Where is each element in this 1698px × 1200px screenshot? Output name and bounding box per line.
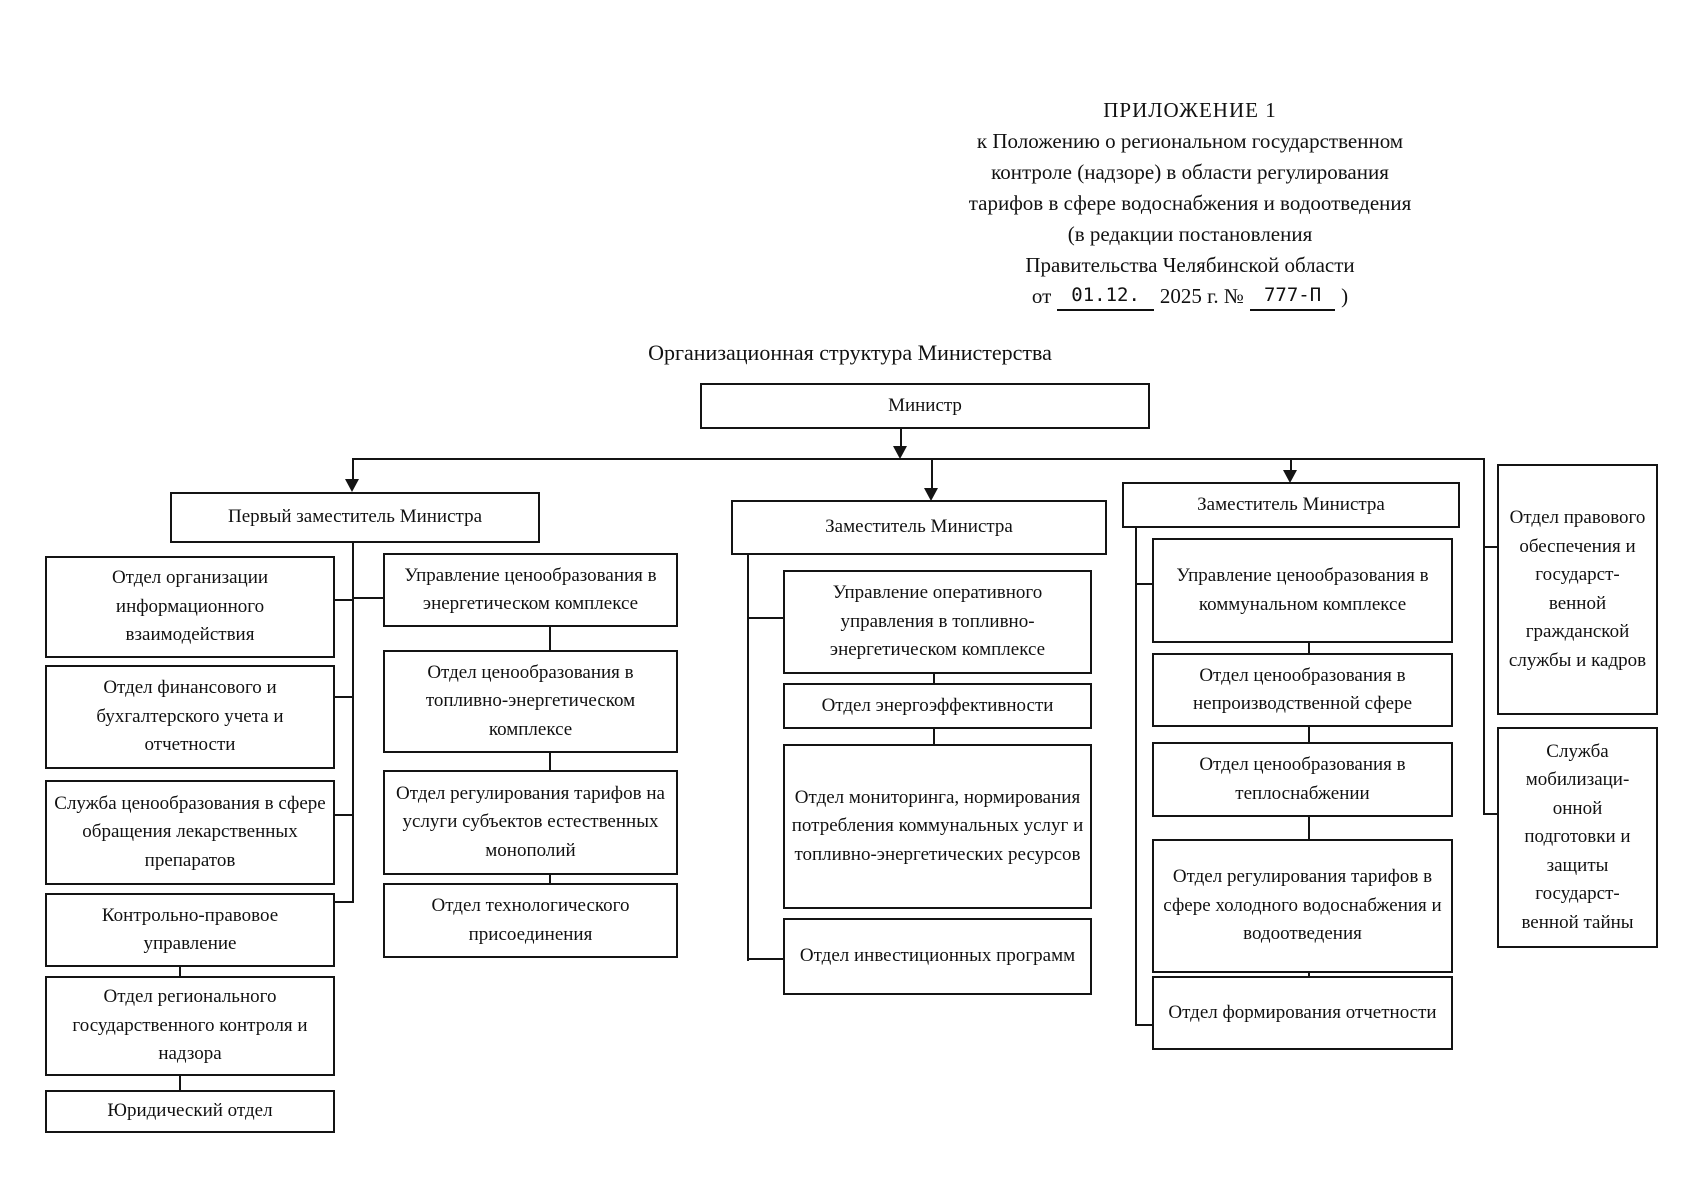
doc-number-filled: 777-П bbox=[1263, 284, 1322, 306]
connector-b2-b3 bbox=[549, 753, 551, 770]
arrow-down-icon bbox=[893, 446, 907, 459]
org-box-investment-programs: Отдел инвестиционных программ bbox=[783, 918, 1092, 995]
org-box-first-deputy-minister: Первый заместитель Министра bbox=[170, 492, 540, 543]
org-box-nonproduction-pricing: Отдел ценообразования в непроизводственн… bbox=[1152, 653, 1453, 727]
appendix-line-6: Правительства Челябинской области bbox=[1025, 253, 1355, 277]
connector-d2-d3 bbox=[1308, 727, 1310, 742]
org-box-monopoly-tariffs: Отдел регулирования тарифов на услуги су… bbox=[383, 770, 678, 875]
connector-right-spine bbox=[1483, 458, 1485, 815]
connector-minister-drop bbox=[900, 429, 902, 449]
connector-a4-a5 bbox=[179, 967, 181, 976]
connector-stub-energy-pricing bbox=[352, 597, 383, 599]
appendix-line-4: тарифов в сфере водоснабжения и водоотве… bbox=[968, 191, 1412, 215]
org-box-deputy-minister-2: Заместитель Министра bbox=[731, 500, 1107, 555]
connector-deputy3-spine bbox=[1135, 528, 1137, 1026]
appendix-title: ПРИЛОЖЕНИЕ 1 bbox=[1103, 98, 1277, 122]
arrow-down-icon bbox=[924, 488, 938, 501]
org-box-energy-pricing-dept: Управление ценообразования в энергетичес… bbox=[383, 553, 678, 627]
connector-drop-deputy3 bbox=[1290, 458, 1292, 472]
date-blank: 01.12. bbox=[1057, 284, 1154, 311]
org-box-finance-accounting: Отдел финансового и бухгалтерского учета… bbox=[45, 665, 335, 769]
appendix-line-3: контроле (надзоре) в области регулирован… bbox=[991, 160, 1389, 184]
connector-d4-d5 bbox=[1308, 973, 1310, 977]
date-from-label: от bbox=[1031, 284, 1052, 308]
org-box-control-legal-dept: Контрольно-правовое управление bbox=[45, 893, 335, 967]
arrow-down-icon bbox=[345, 479, 359, 492]
org-box-operational-mgmt: Управление оперативного управления в топ… bbox=[783, 570, 1092, 674]
connector-stub-reporting bbox=[1135, 1024, 1152, 1026]
org-box-heat-pricing: Отдел ценообразования в теплоснабжении bbox=[1152, 742, 1453, 817]
connector-first-deputy-spine bbox=[352, 543, 354, 903]
connector-distributor-line bbox=[352, 458, 1485, 460]
connector-c2-c3 bbox=[933, 729, 935, 744]
connector-b1-b2 bbox=[549, 627, 551, 650]
connector-c1-c2 bbox=[933, 674, 935, 683]
connector-drop-first-deputy bbox=[352, 458, 354, 480]
connector-stub-mobilization bbox=[1483, 813, 1497, 815]
org-box-mobilization-service: Служба мобилизаци- онной подготовки и за… bbox=[1497, 727, 1658, 948]
org-box-drug-pricing-service: Служба ценообразования в сфере обращения… bbox=[45, 780, 335, 885]
org-box-cold-water-tariffs: Отдел регулирования тарифов в сфере холо… bbox=[1152, 839, 1453, 973]
date-year-label: 2025 г. № bbox=[1159, 284, 1244, 308]
org-box-fuel-energy-pricing: Отдел ценообразования в топливно-энергет… bbox=[383, 650, 678, 753]
closing-paren: ) bbox=[1341, 284, 1349, 308]
appendix-line-5: (в редакции постановления bbox=[1067, 222, 1313, 246]
org-box-minister: Министр bbox=[700, 383, 1150, 429]
connector-d1-d2 bbox=[1308, 643, 1310, 653]
org-box-energy-efficiency: Отдел энергоэффективности bbox=[783, 683, 1092, 729]
appendix-header: ПРИЛОЖЕНИЕ 1 к Положению о региональном … bbox=[880, 95, 1500, 312]
org-box-hr-legal-support: Отдел правового обеспечения и государст-… bbox=[1497, 464, 1658, 715]
connector-stub-operational bbox=[747, 617, 783, 619]
number-blank: 777-П bbox=[1249, 284, 1336, 311]
org-box-legal-dept: Юридический отдел bbox=[45, 1090, 335, 1133]
connector-stub-investment bbox=[747, 958, 783, 960]
connector-a5-a6 bbox=[179, 1076, 181, 1090]
org-box-deputy-minister-3: Заместитель Министра bbox=[1122, 482, 1460, 528]
appendix-line-2: к Положению о региональном государственн… bbox=[976, 129, 1404, 153]
date-value-filled: 01.12. bbox=[1071, 284, 1140, 306]
connector-b3-b4 bbox=[549, 875, 551, 883]
org-box-tech-connection: Отдел технологического присоединения bbox=[383, 883, 678, 958]
org-box-info-interaction: Отдел организации информационного взаимо… bbox=[45, 556, 335, 658]
connector-stub-control-legal bbox=[335, 901, 354, 903]
connector-stub-finance bbox=[335, 696, 354, 698]
org-box-communal-pricing-dept: Управление ценообразования в коммунально… bbox=[1152, 538, 1453, 643]
connector-d3-d4 bbox=[1308, 817, 1310, 839]
appendix-date-line: от 01.12. 2025 г. № 777-П) bbox=[880, 281, 1500, 312]
connector-stub-communal bbox=[1135, 583, 1152, 585]
connector-stub-hr-legal bbox=[1483, 546, 1497, 548]
connector-stub-drug-pricing bbox=[335, 814, 354, 816]
org-box-reporting-dept: Отдел формирования отчетности bbox=[1152, 976, 1453, 1050]
connector-stub-info bbox=[335, 599, 354, 601]
arrow-down-icon bbox=[1283, 470, 1297, 483]
org-box-monitoring: Отдел мониторинга, нормирования потребле… bbox=[783, 744, 1092, 909]
org-box-regional-control: Отдел регионального государственного кон… bbox=[45, 976, 335, 1076]
connector-drop-deputy2 bbox=[931, 458, 933, 489]
connector-deputy2-spine bbox=[747, 555, 749, 961]
org-structure-title: Организационная структура Министерства bbox=[648, 340, 1052, 365]
